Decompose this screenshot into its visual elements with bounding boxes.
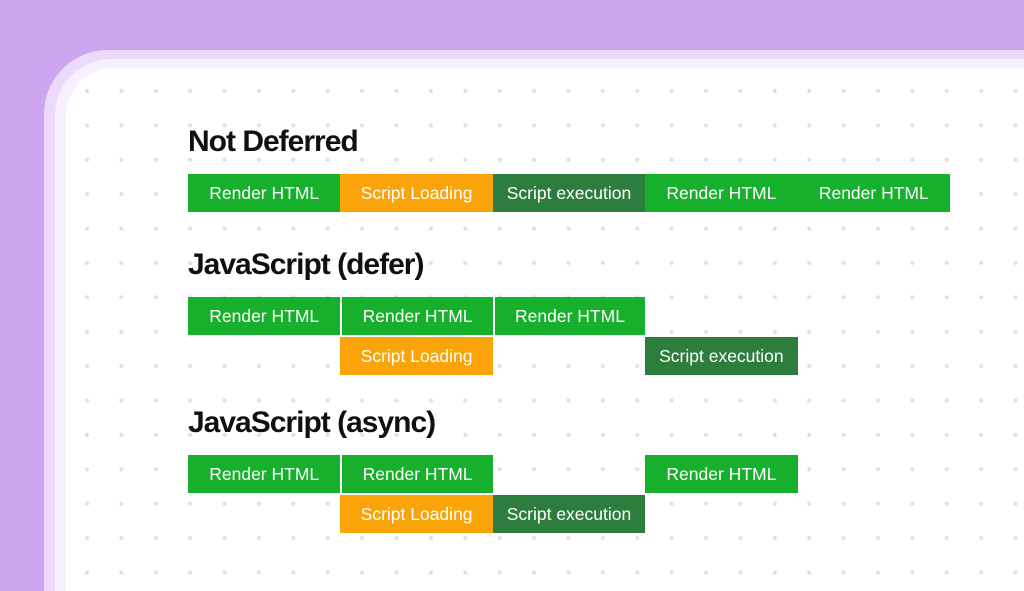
timeline-block-render-html: Render HTML [797,174,950,212]
timeline-block-render-html: Render HTML [645,455,798,493]
timeline-block-script-loading: Script Loading [340,495,493,533]
section-title: Not Deferred [188,125,359,158]
timeline-row: Script Loading Script execution [188,337,950,375]
timeline-block-script-execution: Script execution [492,495,646,533]
timeline-block-render-html: Render HTML [494,297,646,335]
timeline-block-render-html: Render HTML [342,455,493,493]
section-title: JavaScript (async) [188,406,436,439]
timeline-block-script-execution: Script execution [492,174,646,212]
timeline-block-script-loading: Script Loading [340,337,493,375]
section-title: JavaScript (defer) [188,248,424,281]
timeline-block-render-html: Render HTML [188,297,341,335]
timeline-block-render-html: Render HTML [342,297,493,335]
timeline-block-render-html: Render HTML [645,174,798,212]
timeline-block-render-html: Render HTML [188,455,341,493]
timeline-block-script-loading: Script Loading [340,174,493,212]
timeline-block-script-execution: Script execution [645,337,798,375]
timeline-block-render-html: Render HTML [188,174,341,212]
